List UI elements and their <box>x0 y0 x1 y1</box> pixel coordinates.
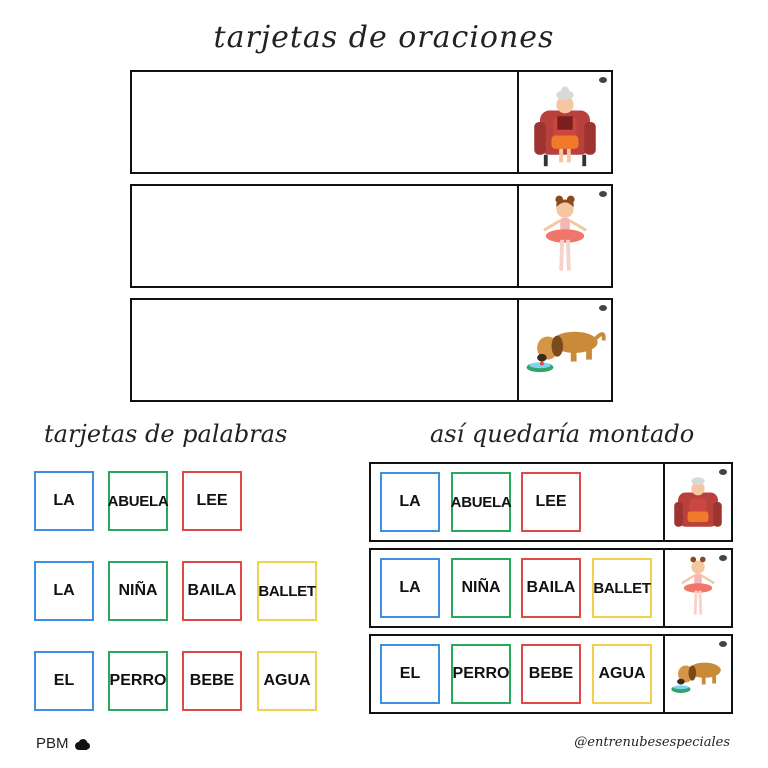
small-cloud-icon <box>719 555 727 561</box>
word-cards-heading: tarjetas de palabras <box>44 420 288 448</box>
assembled-word-nina: NIÑA <box>451 558 511 618</box>
dog-drinking-icon <box>517 300 611 400</box>
word-card-nina[interactable]: NIÑA <box>108 561 168 621</box>
word-card-la[interactable]: LA <box>34 471 94 531</box>
assembled-word-la: LA <box>380 472 440 532</box>
grandmother-reading-icon <box>663 464 731 540</box>
ballerina-girl-icon <box>663 550 731 626</box>
ballerina-girl-icon <box>517 186 611 286</box>
word-card-bebe[interactable]: BEBE <box>182 651 242 711</box>
assembled-word-baila: BAILA <box>521 558 581 618</box>
word-card-perro[interactable]: PERRO <box>108 651 168 711</box>
word-card-abuela[interactable]: ABUELA <box>108 471 169 531</box>
assembled-word-bebe: BEBE <box>521 644 581 704</box>
word-card-agua[interactable]: AGUA <box>257 651 317 711</box>
author-initials: PBM <box>36 735 69 752</box>
sentence-card-2 <box>130 184 613 288</box>
dog-drinking-icon <box>663 636 731 712</box>
small-cloud-icon <box>599 305 607 311</box>
word-card-baila[interactable]: BAILA <box>182 561 242 621</box>
word-slot-area <box>132 300 519 400</box>
word-card-el[interactable]: EL <box>34 651 94 711</box>
assembled-word-la: LA <box>380 558 440 618</box>
small-cloud-icon <box>599 191 607 197</box>
assembled-word-agua: AGUA <box>592 644 652 704</box>
small-cloud-icon <box>719 469 727 475</box>
word-card-la[interactable]: LA <box>34 561 94 621</box>
page-title: tarjetas de oraciones <box>213 20 555 55</box>
sentence-card-1 <box>130 70 613 174</box>
sentence-card-3 <box>130 298 613 402</box>
assembled-example-heading: así quedaría montado <box>430 420 695 448</box>
word-card-ballet[interactable]: BALLET <box>257 561 317 621</box>
cloud-icon <box>75 739 90 750</box>
assembled-word-lee: LEE <box>521 472 581 532</box>
assembled-word-abuela: ABUELA <box>451 472 512 532</box>
small-cloud-icon <box>599 77 607 83</box>
word-card-lee[interactable]: LEE <box>182 471 242 531</box>
word-slot-area <box>132 72 519 172</box>
author-handle: @entrenubesespeciales <box>574 735 730 750</box>
word-slot-area <box>132 186 519 286</box>
assembled-word-ballet: BALLET <box>592 558 652 618</box>
assembled-word-perro: PERRO <box>451 644 511 704</box>
small-cloud-icon <box>719 641 727 647</box>
assembled-word-el: EL <box>380 644 440 704</box>
grandmother-reading-icon <box>517 72 611 172</box>
